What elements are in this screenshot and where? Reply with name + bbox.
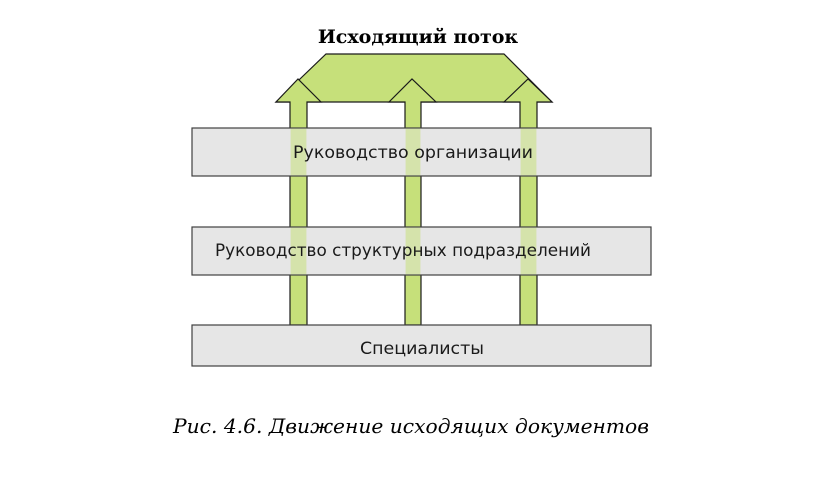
arrow-overlay-middle-top [405,128,421,176]
arrow-overlay-right-top [520,128,537,176]
level-box-department-heads [191,226,652,276]
level-box-management [191,127,652,177]
header-banner [274,53,554,103]
arrow-overlay-right-mid [520,227,537,275]
arrow-overlay-middle-mid [405,227,421,275]
level-label-specialists: Специалисты [360,339,484,359]
arrow-overlay-left-mid [290,227,307,275]
arrow-overlay-left-top [290,128,307,176]
figure-caption: Рис. 4.6. Движение исходящих документов [172,414,649,438]
level-label-management: Руководство организации [293,143,533,163]
flow-arrow-middle [387,78,438,326]
flow-arrow-left [274,78,323,326]
flow-arrow-right [502,78,554,326]
header-title: Исходящий поток [318,26,519,48]
level-box-specialists [191,324,652,367]
level-label-department-heads: Руководство структурных подразделений [215,241,591,261]
